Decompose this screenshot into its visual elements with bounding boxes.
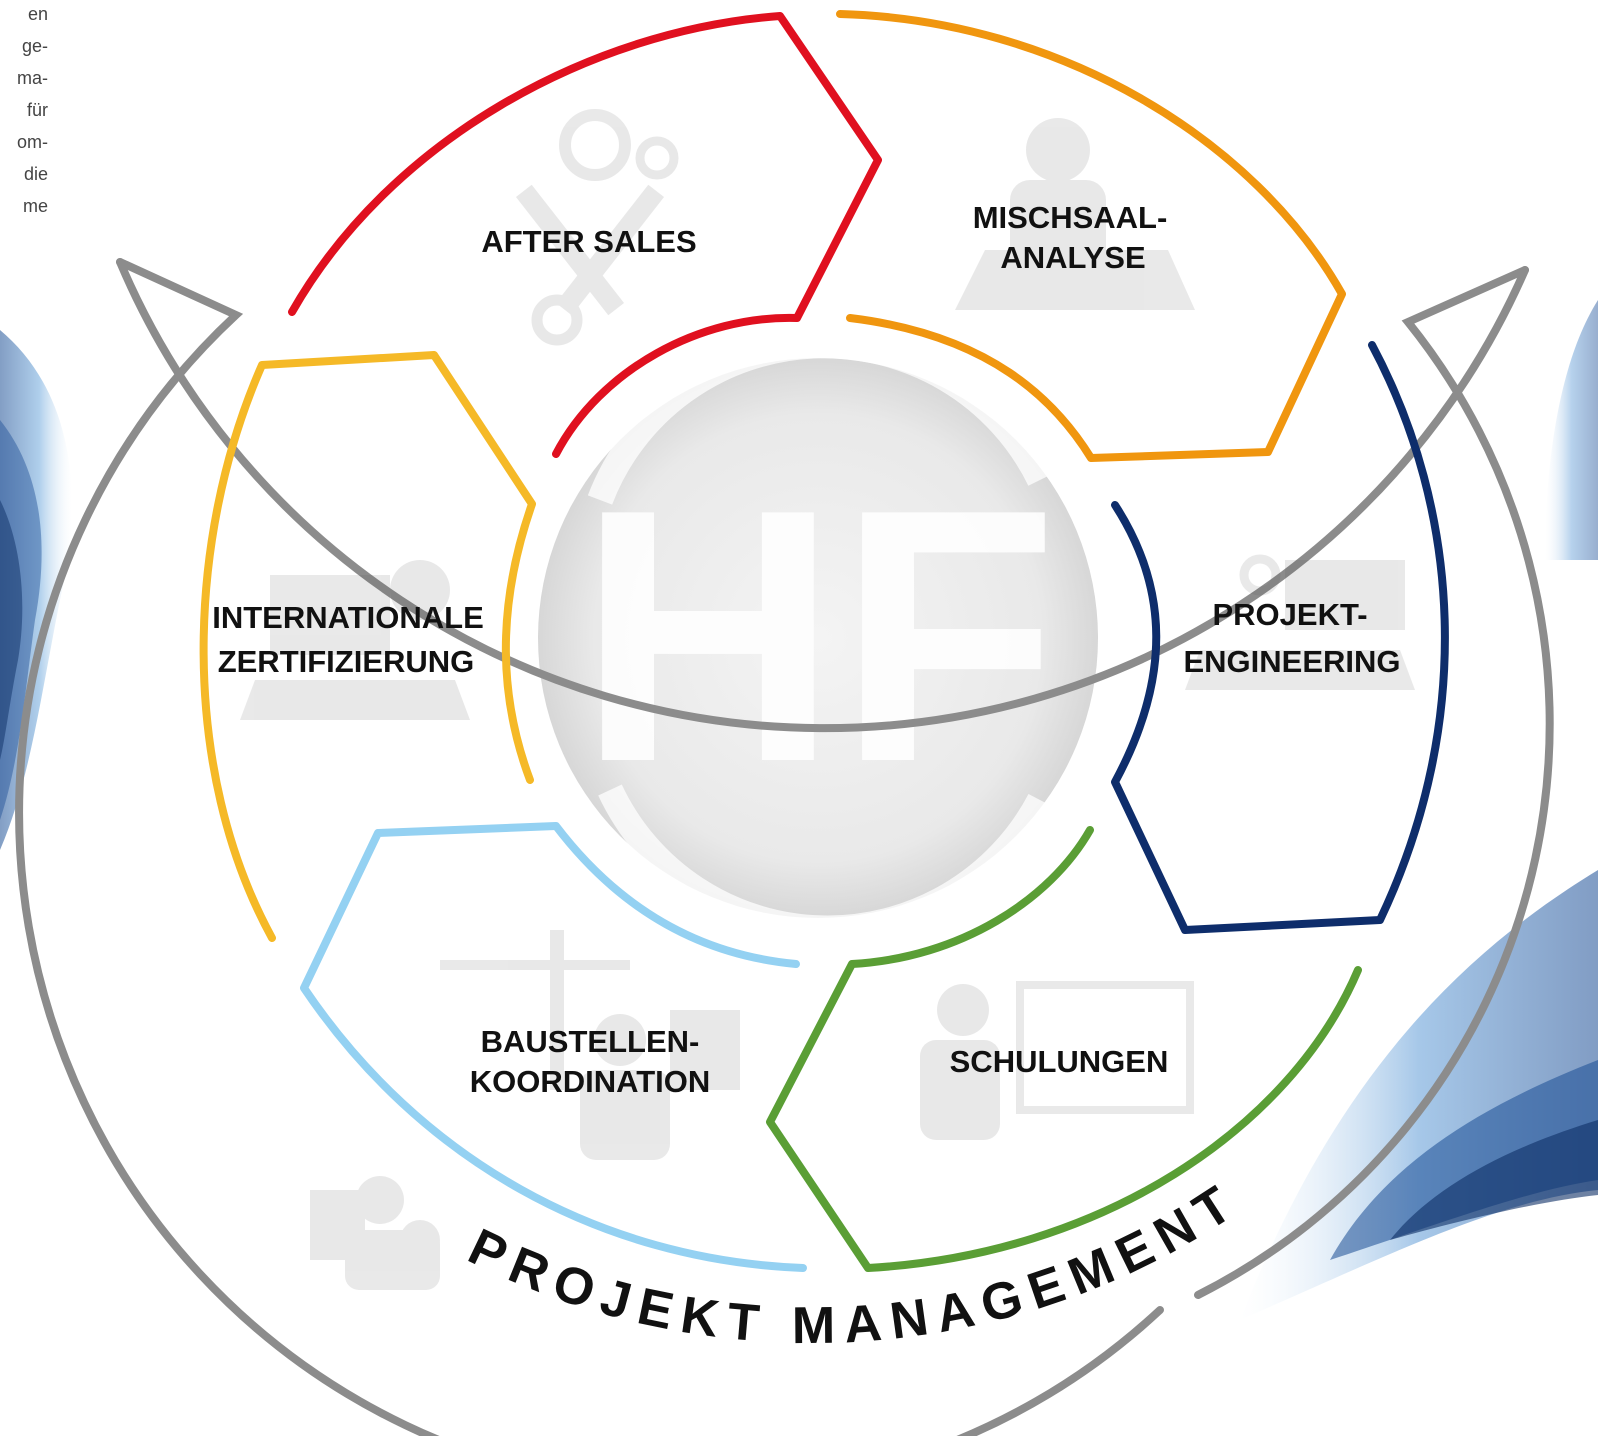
segment-schulungen-border <box>766 826 1362 1272</box>
intro-text-fragment: en ge- ma- für om- die me <box>0 0 48 240</box>
segment-after-sales-border <box>288 12 882 458</box>
background-swoosh-left <box>0 330 72 850</box>
trainer-presentation-icon <box>920 981 1194 1140</box>
outer-ring-right-arc <box>1194 266 1554 1299</box>
segment-baustellen-koordination-border <box>300 822 807 1272</box>
factory-plan-icon <box>1185 554 1415 690</box>
segment-mischsaal-analyse-label: MISCHSAAL- <box>973 200 1168 235</box>
segment-mischsaal-analyse-border <box>836 10 1346 462</box>
segment-mischsaal-analyse-label: ANALYSE <box>1000 240 1145 275</box>
segment-baustellen-koordination-label: KOORDINATION <box>470 1064 711 1099</box>
segment-projekt-engineering-label: PROJEKT- <box>1212 597 1367 632</box>
segment-after-sales-label: AFTER SALES <box>481 224 696 259</box>
construction-site-icon <box>440 930 740 1160</box>
intro-line: me <box>22 196 48 216</box>
intro-line: om- <box>17 132 48 152</box>
intro-line: en <box>27 4 48 24</box>
outer-ring-left-arc <box>15 258 1164 1436</box>
outer-ring-outer-arc <box>116 258 1529 733</box>
intro-line: ge- <box>21 36 48 56</box>
tools-gears-icon <box>515 109 679 346</box>
center-logo: HF <box>538 332 1098 942</box>
intro-line: ma- <box>17 68 48 88</box>
hf-logo-text: HF <box>578 435 1058 837</box>
segment-internationale-zertifizierung-label: INTERNATIONALE <box>212 600 484 635</box>
segment-baustellen-koordination-label: BAUSTELLEN- <box>481 1024 700 1059</box>
outer-ring-project-management <box>15 258 1554 1436</box>
project-team-icon <box>310 1176 440 1290</box>
segment-projekt-engineering-border <box>1111 341 1449 934</box>
segment-internationale-zertifizierung-border <box>199 351 536 942</box>
segment-projekt-engineering-label: ENGINEERING <box>1183 644 1400 679</box>
intro-line: für <box>26 100 48 120</box>
segment-internationale-zertifizierung-label: ZERTIFIZIERUNG <box>218 644 475 679</box>
engineer-blueprint-icon <box>955 118 1195 310</box>
intro-line: die <box>23 164 48 184</box>
segment-schulungen-label: SCHULUNGEN <box>950 1044 1169 1079</box>
certificate-engineer-icon <box>240 560 470 720</box>
